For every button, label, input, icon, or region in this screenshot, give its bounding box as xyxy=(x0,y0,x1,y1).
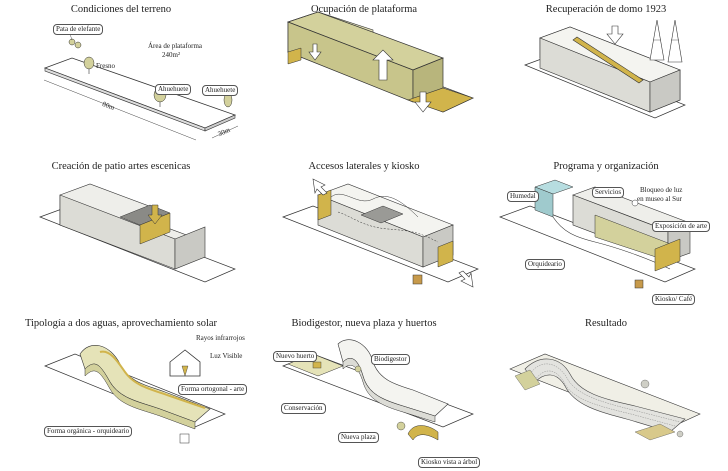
sun-marker-icon xyxy=(631,199,639,207)
panel-title: Creación de patio artes escenicas xyxy=(51,161,191,172)
access-diagram xyxy=(282,178,479,288)
label-luz: Luz Visible xyxy=(210,352,243,360)
label-biodigestor: Biodigestor xyxy=(371,354,410,365)
panel-programa: Programa y organización Humedal Servicio… xyxy=(485,157,727,314)
label-area-value: 240m² xyxy=(162,51,181,59)
label-humedal: Humedal xyxy=(507,191,539,202)
program-diagram xyxy=(499,179,696,289)
arrow-up-icon xyxy=(372,49,394,81)
result-render xyxy=(509,353,701,441)
panel-title: Ocupación de plataforma xyxy=(310,4,418,15)
panel-title: Accesos laterales y kiosko xyxy=(308,161,420,172)
panel-title: Programa y organización xyxy=(553,161,659,172)
panel-domo: Recuperación de domo 1923 xyxy=(485,0,727,157)
panel-accesos: Accesos laterales y kiosko xyxy=(243,157,485,314)
panel-title: Biodigestor, nueva plaza y huertos xyxy=(291,318,437,329)
label-rayos: Rayos infrarrojos xyxy=(196,334,245,342)
gable-house-icon xyxy=(169,349,201,377)
arrow-down-icon xyxy=(606,25,624,45)
arrow-down-icon xyxy=(308,43,432,113)
patio-diagram xyxy=(39,183,236,283)
label-exposicion: Exposición de arte xyxy=(652,221,711,232)
biodigester-icon xyxy=(312,361,322,369)
label-pata-elefante: Pata de elefante xyxy=(53,24,104,35)
dome-diagram xyxy=(524,19,686,119)
panel-title: Recuperación de domo 1923 xyxy=(545,4,667,15)
label-bloqueo-1: Bloqueo de luz xyxy=(640,186,683,194)
label-conservacion: Conservación xyxy=(281,403,326,414)
label-bloqueo-2: en museo al Sur xyxy=(637,195,682,203)
typology-diagram xyxy=(44,345,226,444)
panel-patio: Creación de patio artes escenicas xyxy=(0,157,242,314)
label-orquideario: Orquideario xyxy=(525,259,565,270)
panel-biodigestor: Biodigestor, nueva plaza y huertos Nuevo… xyxy=(243,314,485,471)
arrow-down-icon xyxy=(147,204,163,225)
kiosk-icon xyxy=(407,425,439,441)
panel-condiciones: Condiciones del terreno Pata de elefante… xyxy=(0,0,242,157)
kiosk-icon xyxy=(412,274,423,285)
panel-title: Tipología a dos aguas, aprovechamiento s… xyxy=(24,318,218,329)
panel-resultado: Resultado xyxy=(485,314,727,471)
label-ortogonal: Forma ortogonal - arte xyxy=(178,384,248,395)
label-kiosko: Kiosko/ Café xyxy=(652,294,696,305)
label-fresno: Fresno xyxy=(96,62,116,70)
kiosk-icon xyxy=(179,433,190,444)
kiosk-icon xyxy=(634,279,644,289)
arrow-icon xyxy=(312,178,474,288)
panel-tipologia: Tipología a dos aguas, aprovechamiento s… xyxy=(0,314,248,471)
panel-title: Resultado xyxy=(585,318,627,329)
label-plaza: Nueva plaza xyxy=(338,432,379,443)
dome-elevation-icon xyxy=(649,19,683,63)
site-diagram xyxy=(43,33,239,141)
label-organica: Forma orgánica - orquideario xyxy=(44,426,133,437)
massing-diagram xyxy=(286,11,474,113)
panel-title: Condiciones del terreno xyxy=(70,4,172,15)
label-servicios: Servicios xyxy=(592,187,625,198)
label-ahuehuete-1: Ahuehuete xyxy=(155,84,192,95)
panel-ocupacion: Ocupación de plataforma xyxy=(243,0,485,157)
label-area: Área de plataforma xyxy=(148,42,203,50)
label-huerto: Nuevo huerto xyxy=(273,351,318,362)
label-kiosko-arbol: Kiosko vista a árbol xyxy=(418,457,481,468)
biodigester-diagram xyxy=(282,339,474,441)
label-ahuehuete-2: Ahuehuete xyxy=(202,85,239,96)
